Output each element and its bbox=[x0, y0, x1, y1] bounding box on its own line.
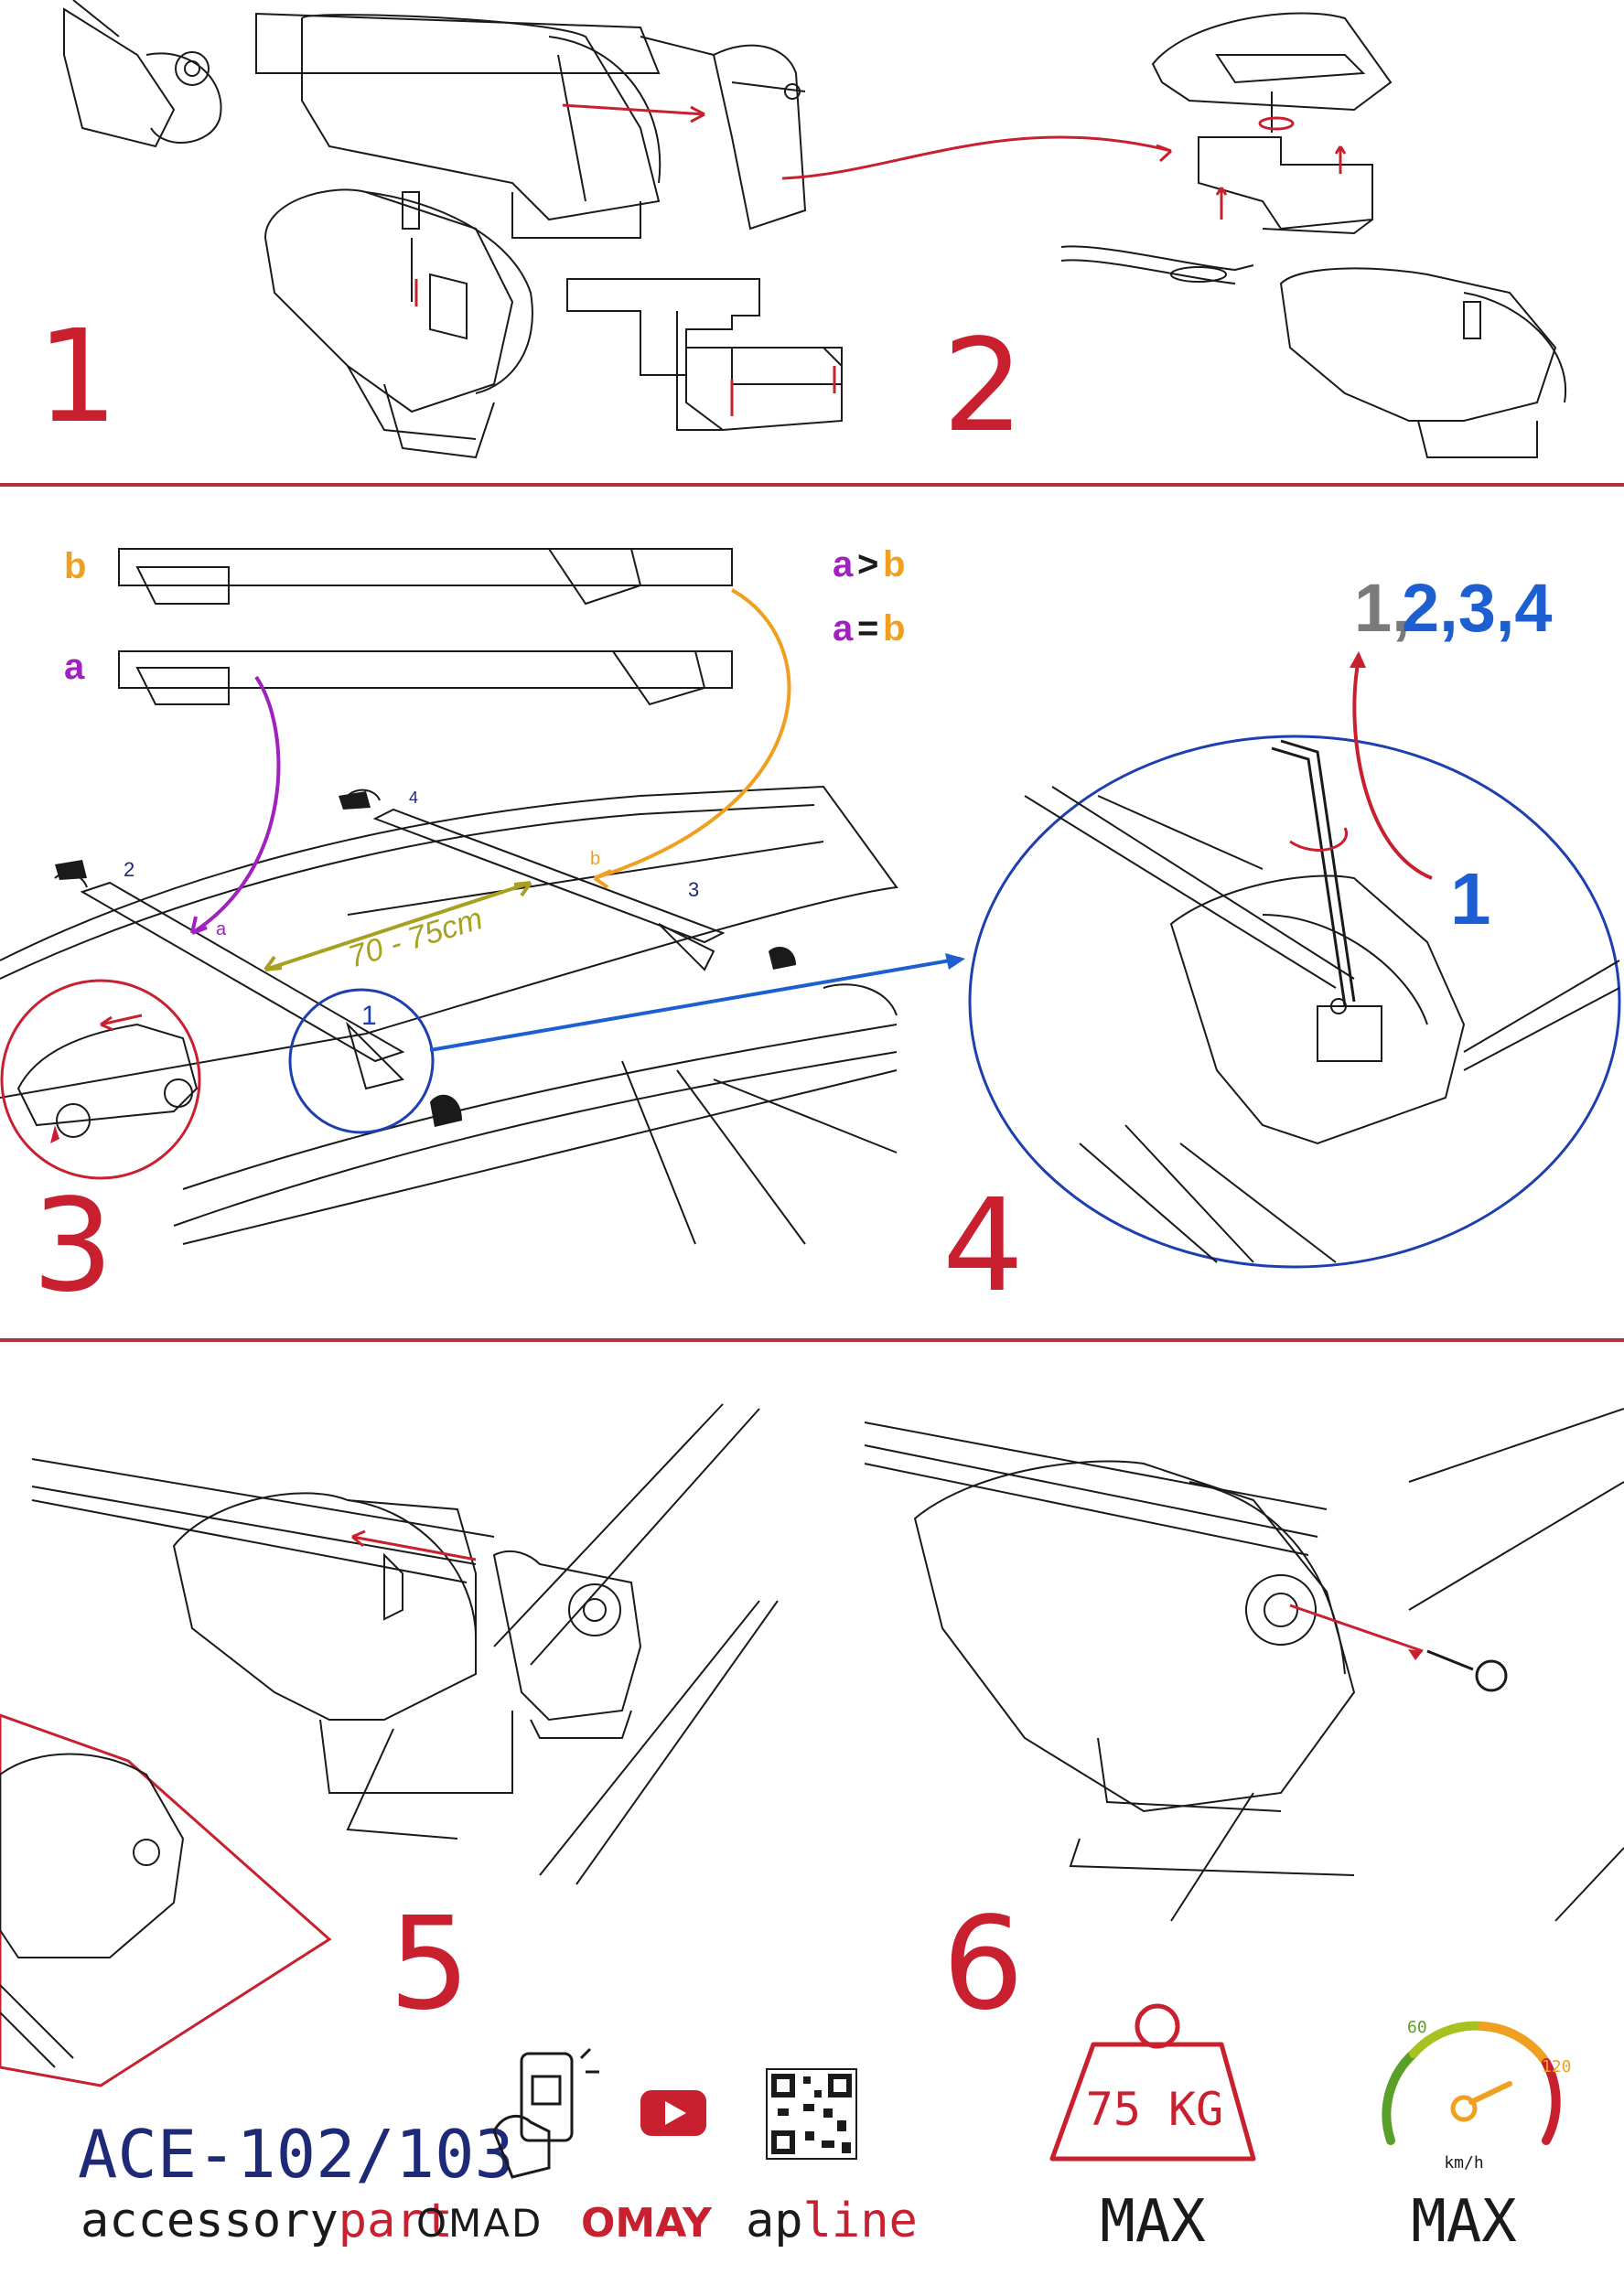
section-1-2 bbox=[63, 0, 1567, 459]
youtube-icon[interactable] bbox=[640, 2090, 706, 2136]
brand-omad: OMAD bbox=[416, 2201, 543, 2246]
zoomed-foot bbox=[1024, 786, 1620, 1263]
condition-a-eq-b: a = b bbox=[833, 608, 905, 649]
foot-bolt-detail bbox=[263, 188, 533, 459]
tightening-sequence: 1, 2,3,4 bbox=[1354, 570, 1553, 646]
callout-line-head bbox=[945, 953, 965, 970]
callout-number-1: 1 bbox=[1450, 858, 1491, 939]
arrow-b bbox=[594, 588, 791, 880]
step-number-3: 3 bbox=[32, 1172, 113, 1321]
weight-limit: 75 KG bbox=[1086, 2083, 1224, 2136]
speed-max-label: MAX bbox=[1411, 2188, 1517, 2256]
brand-apline: apline bbox=[746, 2194, 918, 2248]
car-roof bbox=[0, 785, 898, 1245]
svg-text:=: = bbox=[857, 608, 878, 649]
foot-key-detail bbox=[255, 12, 807, 239]
distance-arrow bbox=[263, 881, 532, 971]
phone-scan-icon[interactable] bbox=[492, 2047, 599, 2179]
arrow-b-head bbox=[593, 869, 612, 889]
callout-line bbox=[429, 957, 962, 1052]
speed-min: 60 bbox=[1407, 2018, 1427, 2037]
svg-text:b: b bbox=[883, 608, 905, 649]
foot-label-2: 2 bbox=[124, 858, 134, 881]
section-1-2-arrows bbox=[414, 103, 1347, 416]
svg-text:2,3,4: 2,3,4 bbox=[1402, 570, 1553, 646]
bar-label-a: a bbox=[216, 919, 227, 939]
foot-detail-topleft bbox=[63, 0, 222, 148]
qr-code-icon[interactable] bbox=[766, 2068, 857, 2160]
arrow-a-head bbox=[190, 916, 208, 935]
sequence-arrow-head bbox=[1350, 651, 1366, 668]
speedometer-icon bbox=[1382, 2021, 1561, 2145]
svg-text:b: b bbox=[883, 544, 905, 585]
svg-text:1,: 1, bbox=[1354, 570, 1411, 646]
foot-label-1: 1 bbox=[361, 1001, 377, 1031]
model-number: ACE-102/103 bbox=[78, 2116, 514, 2193]
svg-text:accessorypart: accessorypart bbox=[81, 2194, 453, 2248]
step-number-4: 4 bbox=[942, 1172, 1024, 1321]
step-number-5: 5 bbox=[389, 1890, 470, 2039]
brand-omay: OMAY bbox=[581, 2200, 713, 2247]
speed-max: 120 bbox=[1542, 2057, 1572, 2076]
step-number-2: 2 bbox=[942, 312, 1024, 461]
sequence-arrow bbox=[1352, 658, 1433, 880]
step5-inset bbox=[0, 1713, 332, 2087]
condition-a-gt-b: a > b bbox=[833, 544, 905, 585]
weight-icon bbox=[1049, 2003, 1256, 2162]
weight-max-label: MAX bbox=[1100, 2188, 1206, 2256]
section-5-arrow bbox=[351, 1529, 477, 1561]
section-5-drawing bbox=[31, 1403, 779, 1885]
step-number-6: 6 bbox=[942, 1890, 1024, 2039]
bar-b-label: b bbox=[64, 546, 86, 586]
svg-text:a: a bbox=[833, 544, 854, 585]
rotate-arrow bbox=[1289, 827, 1349, 852]
clamp-block bbox=[566, 278, 843, 432]
zoom-ellipse bbox=[968, 735, 1621, 1269]
car-direction-icon bbox=[0, 979, 201, 1180]
svg-text:>: > bbox=[857, 544, 878, 585]
foot-markers bbox=[55, 791, 796, 1127]
svg-text:apline: apline bbox=[746, 2194, 918, 2248]
svg-text:a: a bbox=[833, 608, 854, 649]
bar-label-b: b bbox=[590, 849, 600, 869]
speed-unit: km/h bbox=[1444, 2153, 1483, 2173]
step-number-1: 1 bbox=[37, 303, 118, 452]
arrow-a bbox=[190, 675, 281, 935]
foot-label-4: 4 bbox=[409, 789, 418, 807]
brand-accessorypart: accessorypart bbox=[81, 2194, 453, 2248]
allen-key-icon bbox=[1271, 739, 1356, 1007]
foot-1-highlight bbox=[288, 988, 435, 1134]
foot-label-3: 3 bbox=[688, 878, 699, 901]
section-6-drawing bbox=[864, 1408, 1624, 1922]
step2-assembly bbox=[1060, 12, 1567, 458]
key-icon bbox=[1289, 1604, 1508, 1692]
bar-a-label: a bbox=[64, 647, 85, 687]
section-3-bars bbox=[118, 548, 733, 706]
